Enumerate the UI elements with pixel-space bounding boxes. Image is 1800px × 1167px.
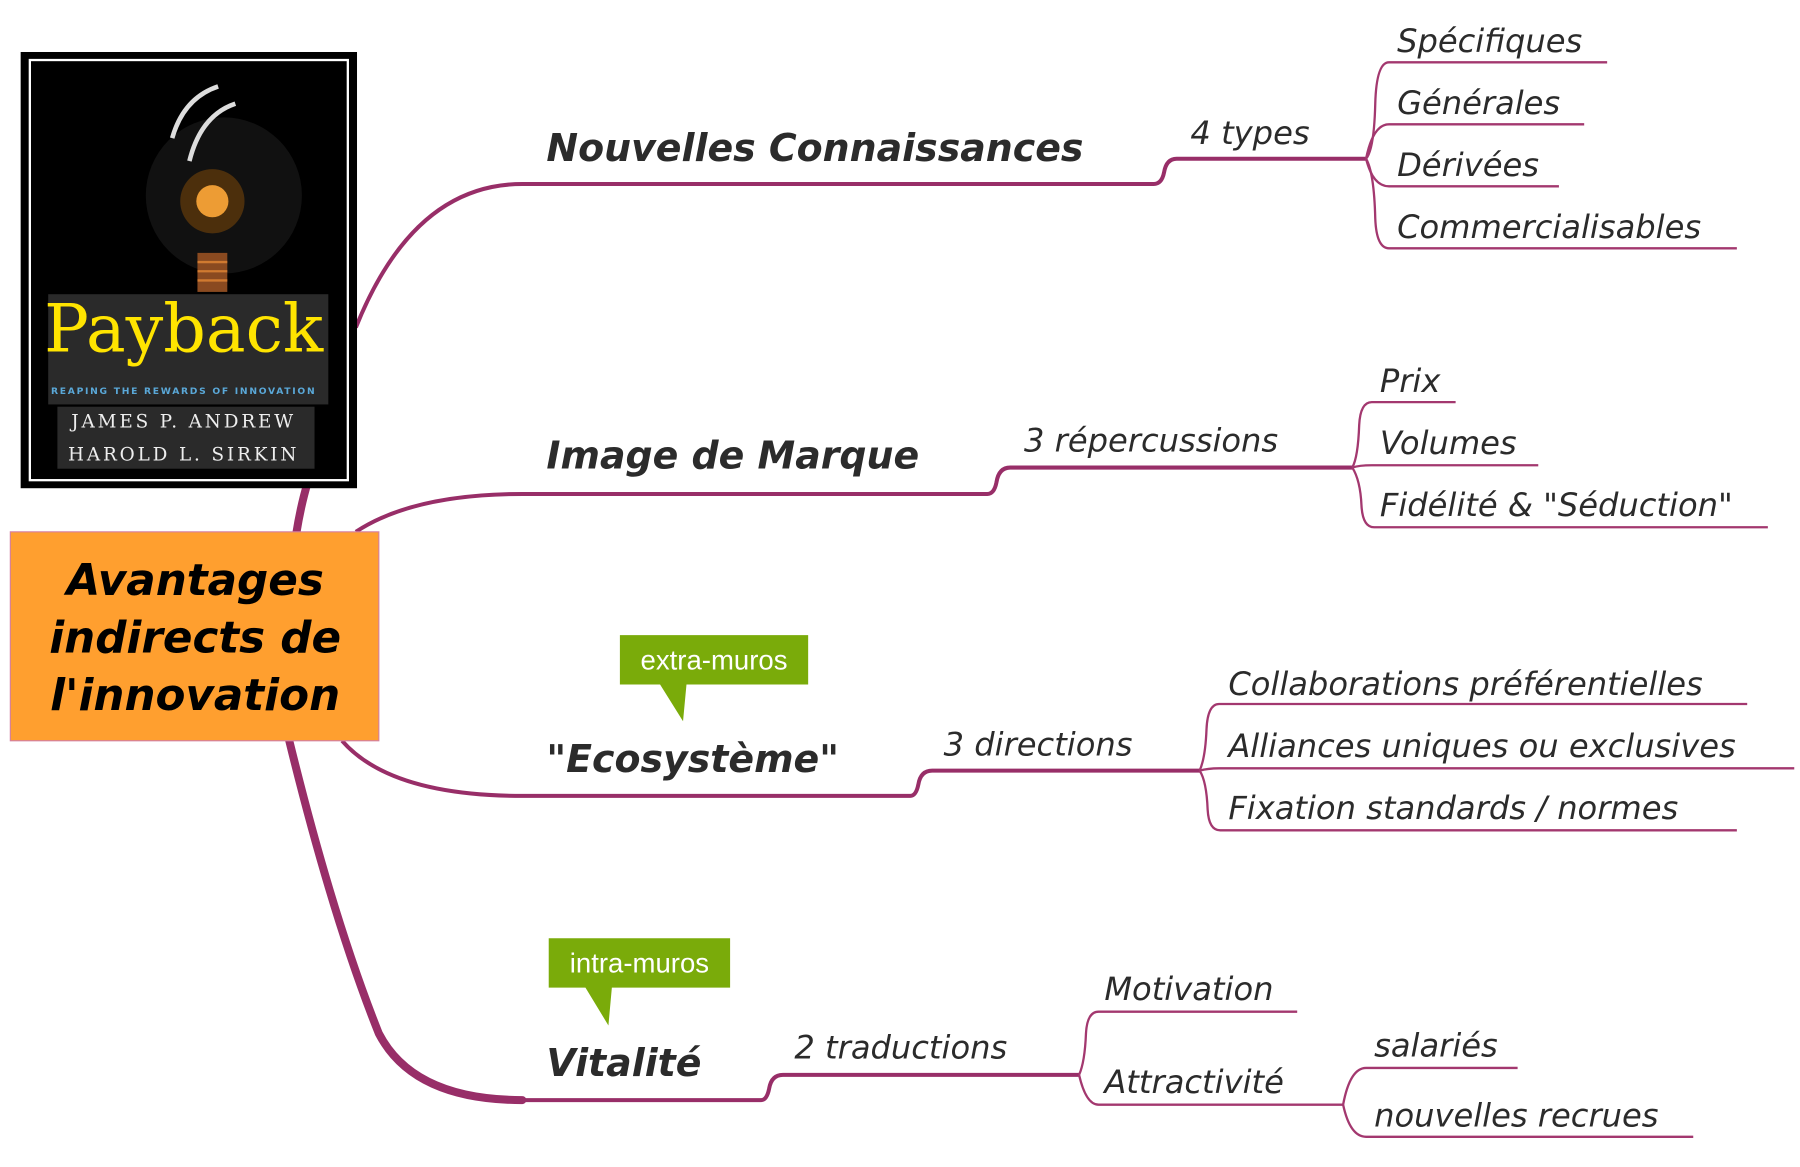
fork-image <box>1351 400 1768 529</box>
central-topic-line-1: Avantages <box>64 556 324 606</box>
branch-line-connaissances <box>354 156 1367 329</box>
trunk-top <box>292 478 312 539</box>
leaf-motivation[interactable]: Motivation <box>1104 970 1273 1008</box>
subtopic-4-types[interactable]: 4 types <box>1190 114 1309 152</box>
leaf-derivees[interactable]: Dérivées <box>1397 146 1539 184</box>
topic-image-de-marque[interactable]: Image de Marque <box>546 434 919 478</box>
leaf-specifiques[interactable]: Spécifiques <box>1397 22 1582 60</box>
subtopic-2-traductions[interactable]: 2 traductions <box>794 1029 1007 1067</box>
leaf-attractivite[interactable]: Attractivité <box>1102 1063 1284 1101</box>
central-topic-line-2: indirects de <box>49 613 341 663</box>
callout-extra-muros[interactable]: extra-muros <box>619 635 809 722</box>
book-subtitle: REAPING THE REWARDS OF INNOVATION <box>51 386 316 397</box>
callout-intra-muros[interactable]: intra-muros <box>548 938 731 1026</box>
leaf-alliances[interactable]: Alliances uniques ou exclusives <box>1226 727 1736 765</box>
callout-text: extra-muros <box>641 645 788 676</box>
leaf-collaborations[interactable]: Collaborations préférentielles <box>1228 665 1703 703</box>
book-cover-image: Payback REAPING THE REWARDS OF INNOVATIO… <box>20 51 358 489</box>
trunk-bottom <box>285 736 527 1105</box>
leaf-fidelite-seduction[interactable]: Fidélité & "Séduction" <box>1380 486 1733 524</box>
book-title: Payback <box>44 290 324 368</box>
leaf-fixation-standards[interactable]: Fixation standards / normes <box>1228 789 1678 827</box>
leaf-commercialisables[interactable]: Commercialisables <box>1397 208 1701 246</box>
book-author-1: JAMES P. ANDREW <box>69 411 296 432</box>
topic-vitalite[interactable]: Vitalité <box>546 1041 701 1085</box>
subtopic-3-repercussions[interactable]: 3 répercussions <box>1024 421 1278 459</box>
fork-vitalite <box>1077 1010 1694 1138</box>
leaf-generales[interactable]: Générales <box>1397 84 1560 122</box>
topic-ecosysteme[interactable]: "Ecosystème" <box>546 737 839 781</box>
central-topic-line-3: l'innovation <box>50 671 340 721</box>
leaf-nouvelles-recrues[interactable]: nouvelles recrues <box>1374 1096 1659 1134</box>
book-author-2: HAROLD L. SIRKIN <box>68 445 299 466</box>
callout-text: intra-muros <box>570 948 709 979</box>
leaf-volumes[interactable]: Volumes <box>1380 424 1517 462</box>
fork-ecosysteme <box>1198 702 1795 832</box>
leaf-salaries[interactable]: salariés <box>1374 1026 1498 1064</box>
branch-line-ecosysteme <box>340 739 1200 798</box>
subtopic-3-directions[interactable]: 3 directions <box>944 726 1133 764</box>
branch-line-image <box>354 465 1353 534</box>
lightbulb-icon <box>145 84 302 292</box>
central-topic[interactable]: Avantages indirects de l'innovation <box>9 531 380 742</box>
topic-nouvelles-connaissances[interactable]: Nouvelles Connaissances <box>546 126 1083 170</box>
fork-connaissances <box>1364 61 1737 250</box>
leaf-prix[interactable]: Prix <box>1380 362 1442 400</box>
branch-line-vitalite <box>522 1072 1080 1103</box>
